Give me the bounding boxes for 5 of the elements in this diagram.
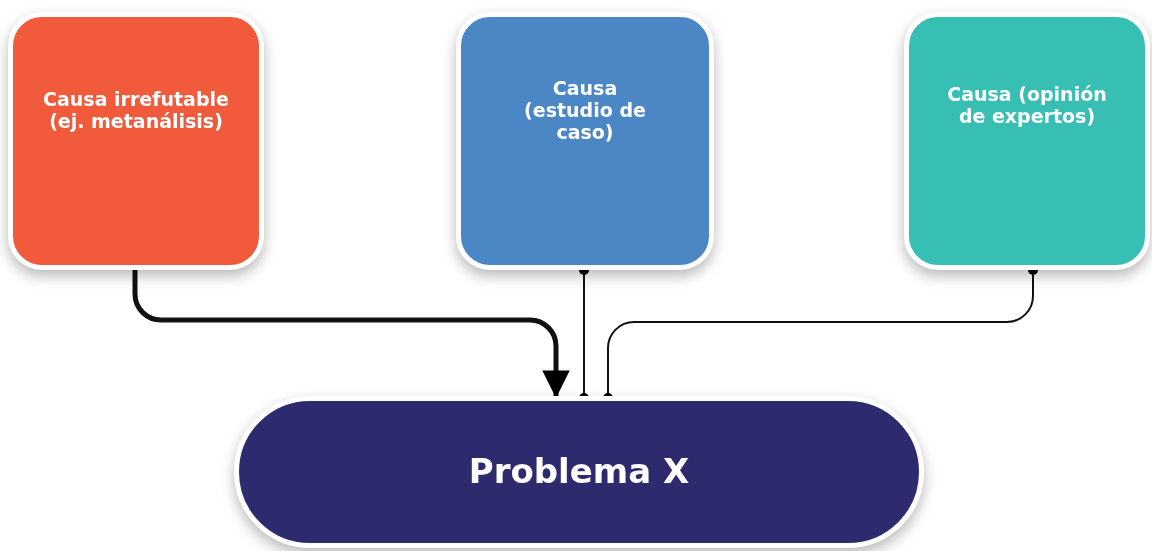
connector-arrow [132,270,570,398]
node-label: Causa (opinión de expertos) [946,84,1108,128]
node-label: Causa (estudio de caso) [523,78,647,144]
node-label: Causa irrefutable (ej. metanálisis) [42,89,230,133]
node-label: Problema X [468,452,690,492]
